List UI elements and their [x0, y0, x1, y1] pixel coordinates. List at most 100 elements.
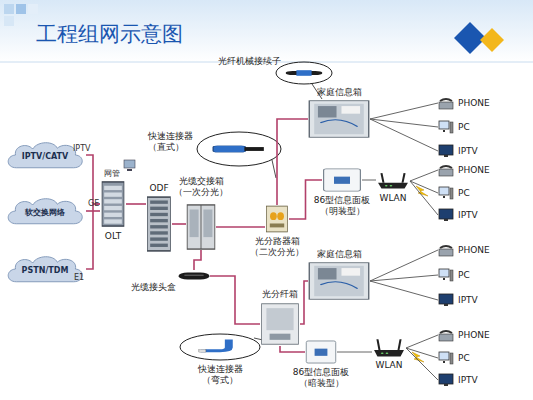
node-text: PHONE	[458, 245, 490, 256]
line-label: 网管	[104, 168, 120, 179]
odf-rack: ODF	[146, 196, 172, 252]
fiber-line	[194, 250, 201, 270]
home-info-box: 家庭信息箱	[308, 100, 370, 138]
node-label: 光缆接头盒	[128, 282, 176, 293]
node-text: IPTV	[458, 295, 478, 306]
cable-line	[337, 352, 372, 353]
wlan-router-icon	[376, 172, 410, 190]
pc-terminal: PC	[438, 267, 506, 283]
wlan-router-icon	[372, 338, 406, 358]
node-text: PHONE	[458, 330, 490, 341]
terminal-row: PC	[438, 267, 506, 283]
mechanical-splice-icon	[285, 68, 323, 78]
olt-device: OLT	[100, 180, 126, 228]
node-text: PC	[458, 270, 470, 281]
splice-closure: 光缆接头盒	[178, 270, 210, 282]
node-label: WLAN	[373, 193, 413, 204]
wall-panel-icon	[322, 168, 362, 192]
fiber-distribution-box-icon	[260, 302, 300, 346]
mechanical-splice: 光纤机械接续子	[285, 68, 323, 78]
node-label: OLT	[90, 231, 136, 242]
cable-line	[406, 335, 438, 348]
diagram-title: 工程组网示意图	[36, 20, 183, 48]
cable-line	[370, 250, 438, 281]
cable-line	[410, 181, 438, 193]
cable-line	[410, 181, 438, 215]
node-text: PC	[458, 122, 470, 133]
phone-terminal: PHONE	[438, 327, 506, 343]
cable-line	[370, 281, 438, 300]
splitter-box: 光分路器箱 （二次分光）	[265, 205, 289, 233]
wlan-router: WLAN	[376, 172, 410, 190]
wlan-router: WLAN	[372, 338, 406, 358]
fast-connector: 快速连接器 （直式）	[212, 141, 266, 157]
iptv-terminal: IPTV	[438, 207, 506, 223]
phone-terminal: PHONE	[438, 242, 506, 258]
terminal-row: PHONE	[438, 327, 506, 343]
fiber-line	[86, 155, 100, 204]
node-label: 光缆交接箱 （一次分光）	[172, 176, 230, 199]
line-label: E1	[74, 273, 84, 282]
node-text: PHONE	[458, 98, 490, 109]
pc-terminal: PC	[438, 119, 506, 135]
cable-line	[370, 119, 438, 151]
node-label: 光纤机械接续子	[205, 56, 281, 67]
iptv-terminal-icon	[438, 208, 454, 222]
network-cloud: 软交换网络	[4, 196, 86, 226]
fiber-line	[210, 276, 260, 324]
pc-terminal-icon	[438, 120, 454, 134]
cable-line	[406, 348, 438, 380]
node-text: IPTV	[458, 375, 478, 386]
node-text: PC	[458, 353, 470, 364]
pc-terminal: PC	[438, 350, 506, 366]
wireless-bolts	[412, 186, 428, 362]
iptv-terminal: IPTV	[438, 143, 506, 159]
node-label: 家庭信息箱	[308, 249, 370, 260]
fast-connector-icon	[212, 141, 266, 157]
fiber-distribution-box: 光分纤箱	[260, 302, 300, 346]
node-text: IPTV	[458, 210, 478, 221]
header-squares	[4, 4, 38, 26]
pc-terminal-icon	[438, 351, 454, 365]
pc-terminal-icon	[438, 268, 454, 282]
phone-terminal-icon	[438, 243, 454, 257]
iptv-terminal: IPTV	[438, 372, 506, 388]
odf-rack-icon	[146, 196, 172, 252]
iptv-terminal-icon	[438, 144, 454, 158]
fiber-line	[216, 226, 265, 228]
terminal-row: IPTV	[438, 292, 506, 308]
cable-line	[370, 119, 438, 127]
home-info-box-icon	[308, 100, 370, 138]
cross-connect-cabinet-icon	[186, 204, 216, 250]
header-band	[0, 0, 533, 62]
fast-connector-bent: 快速连接器 （弯式）	[198, 338, 242, 354]
node-label: 光分纤箱	[256, 289, 304, 300]
nms-icon	[124, 160, 135, 171]
terminal-row: IPTV	[438, 372, 506, 388]
splitter-box-icon	[265, 205, 289, 233]
splice-closure-icon	[178, 270, 210, 282]
terminal-row: PHONE	[438, 242, 506, 258]
fiber-line	[300, 281, 308, 324]
iptv-terminal-icon	[438, 293, 454, 307]
terminal-row: PHONE	[438, 95, 506, 111]
line-label: IPTV	[73, 144, 91, 153]
node-label: 快速连接器 （弯式）	[190, 364, 250, 387]
node-text: PHONE	[458, 165, 490, 176]
node-label: 家庭信息箱	[308, 87, 370, 98]
fiber-line	[86, 204, 100, 269]
home-info-box: 家庭信息箱	[308, 262, 370, 300]
terminal-row: IPTV	[438, 207, 506, 223]
phone-terminal-icon	[438, 96, 454, 110]
phone-terminal-icon	[438, 163, 454, 177]
cable-line	[362, 180, 376, 181]
phone-terminal: PHONE	[438, 95, 506, 111]
node-text: PC	[458, 188, 470, 199]
node-text: IPTV	[458, 146, 478, 157]
node-inner: 软交换网络	[4, 196, 86, 226]
olt-device-icon	[100, 180, 126, 228]
pc-terminal-icon	[438, 186, 454, 200]
iptv-terminal: IPTV	[438, 292, 506, 308]
line-label: GE	[88, 199, 99, 208]
